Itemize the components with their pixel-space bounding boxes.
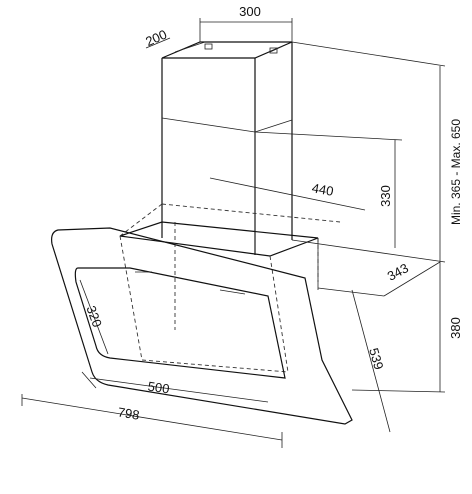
chimney-height-range-label: Min. 365 - Max. 650 bbox=[449, 119, 463, 225]
mount-depth-label: 343 bbox=[385, 260, 411, 283]
chimney-width-label: 300 bbox=[239, 4, 261, 19]
glass-diagonal-label: 539 bbox=[366, 346, 386, 371]
hood-height-label: 380 bbox=[448, 317, 463, 339]
chimney bbox=[161, 41, 293, 255]
dimension-lines bbox=[21, 18, 446, 448]
duct-height-label: 330 bbox=[378, 185, 393, 207]
hood-body bbox=[119, 203, 341, 373]
total-width-label: 798 bbox=[117, 404, 141, 422]
glass-panel bbox=[51, 227, 353, 425]
chimney-depth-label: 200 bbox=[143, 27, 169, 50]
glass-height-label: 320 bbox=[83, 304, 105, 330]
duct-depth-label: 440 bbox=[311, 180, 335, 199]
inner-width-label: 500 bbox=[147, 379, 171, 397]
